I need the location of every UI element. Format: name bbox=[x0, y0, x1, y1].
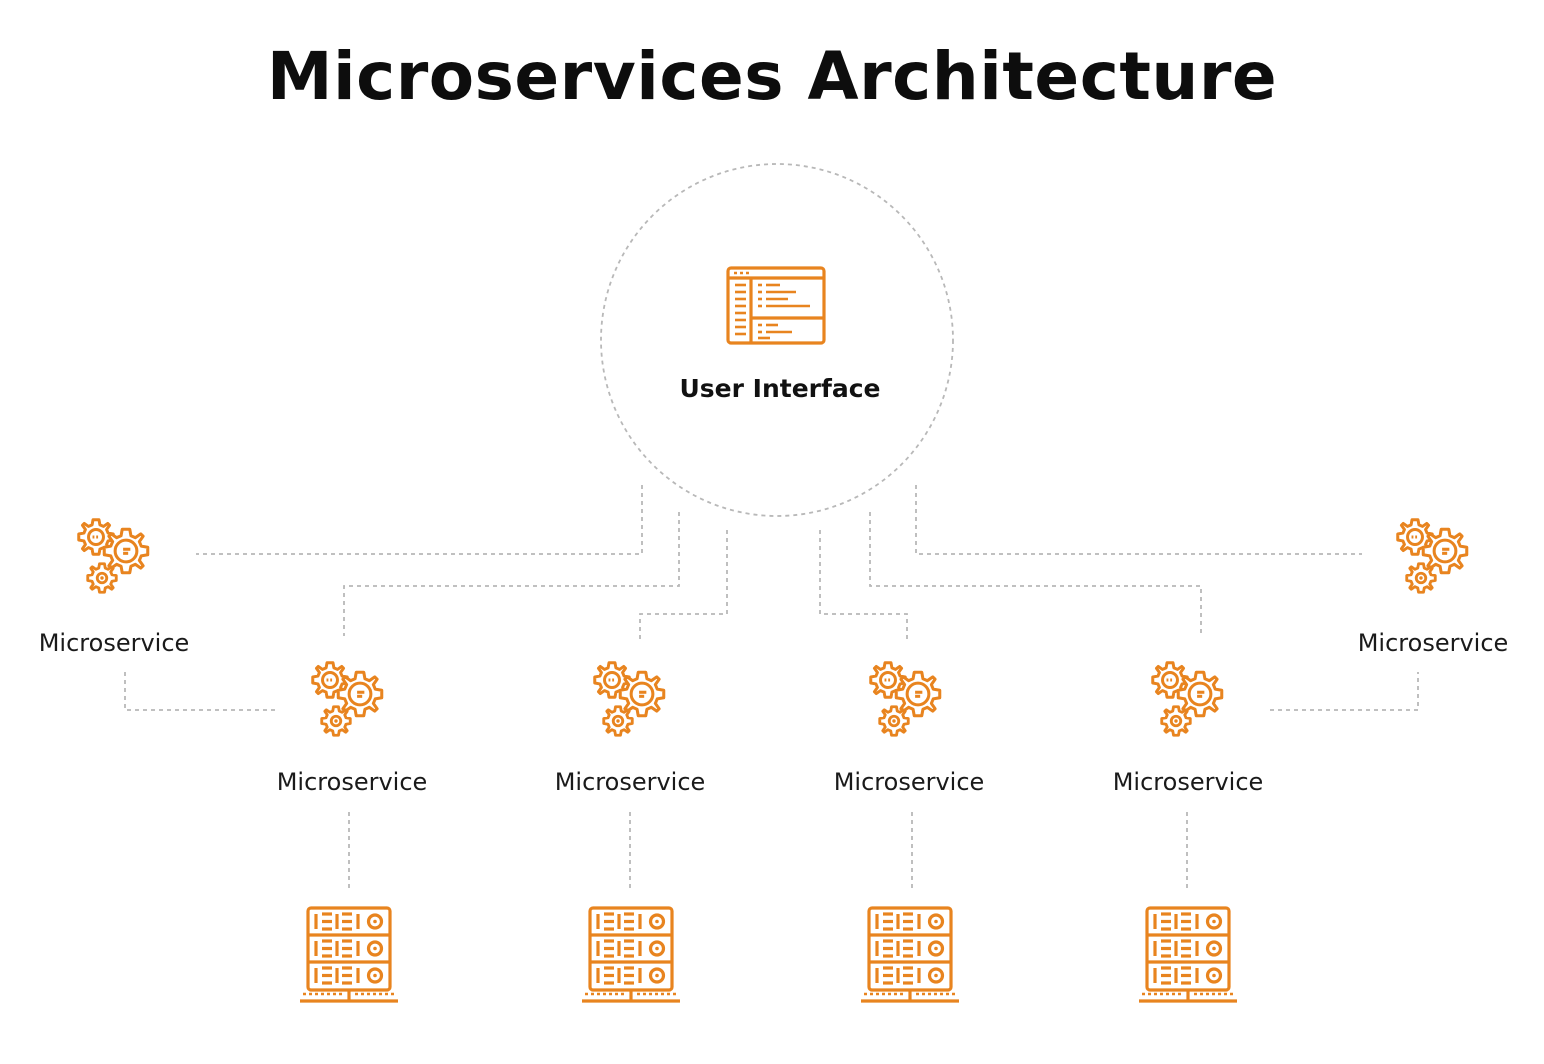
page-title: Microservices Architecture bbox=[266, 38, 1278, 115]
connector-left-outer bbox=[196, 485, 643, 555]
gears-icon bbox=[313, 663, 382, 736]
user-interface-label: User Interface bbox=[679, 374, 881, 403]
microservice-label: Microservice bbox=[554, 768, 706, 796]
connector-ms1-ms2 bbox=[124, 672, 276, 711]
gears-icon bbox=[1153, 663, 1222, 736]
connector-ms5-ms6 bbox=[1270, 672, 1419, 711]
server-database-icon bbox=[582, 908, 680, 1001]
gears-icon bbox=[79, 520, 148, 593]
connector-right-outer bbox=[915, 485, 1362, 555]
server-database-icon bbox=[1139, 908, 1237, 1001]
connector-right-inner bbox=[869, 512, 1202, 636]
connector-center-left bbox=[639, 530, 728, 640]
microservice-label: Microservice bbox=[1112, 768, 1264, 796]
gears-icon bbox=[595, 663, 664, 736]
microservice-label: Microservice bbox=[38, 629, 190, 657]
server-database-icon bbox=[861, 908, 959, 1001]
user-interface-node bbox=[600, 163, 954, 517]
gears-icon bbox=[1398, 520, 1467, 593]
connector-left-inner bbox=[343, 512, 680, 636]
connector-center-right bbox=[819, 530, 908, 640]
gears-icon bbox=[871, 663, 940, 736]
microservice-label: Microservice bbox=[1357, 629, 1509, 657]
microservice-label: Microservice bbox=[276, 768, 428, 796]
microservice-label: Microservice bbox=[833, 768, 985, 796]
server-database-icon bbox=[300, 908, 398, 1001]
code-window-icon bbox=[726, 266, 826, 345]
